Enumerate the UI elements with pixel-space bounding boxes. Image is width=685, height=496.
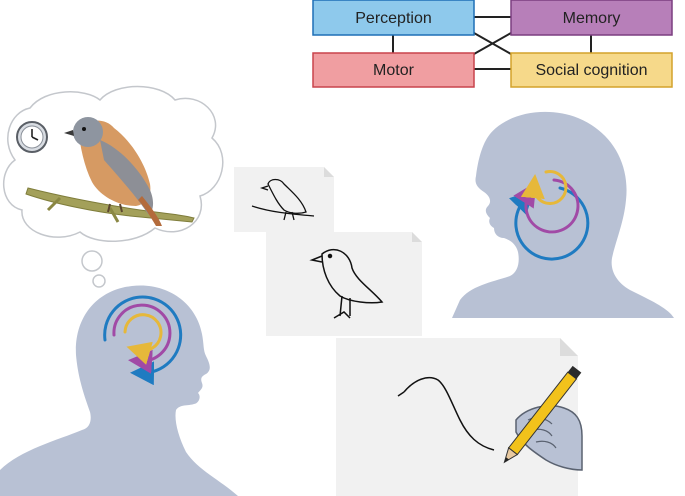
sketch-line-drawing [403, 376, 495, 451]
bird-wing [100, 140, 154, 214]
left-arc-perception [103, 295, 183, 386]
sketch-paper-small [234, 167, 334, 232]
legend-box-motor-rect [312, 52, 475, 88]
legend-connectors [392, 16, 592, 70]
right-head-silhouette [452, 111, 674, 318]
clock-icon [16, 121, 48, 153]
bird-beak [64, 130, 74, 136]
legend-box-social-cognition: Social cognition [510, 52, 673, 88]
right-arc-social [520, 170, 568, 205]
sketch-bird-small [251, 178, 315, 221]
legend-label-motor: Motor [373, 62, 415, 79]
hand-pencil-icon [503, 365, 583, 471]
thought-dot-small [92, 274, 106, 288]
pencil [503, 365, 582, 464]
bird-eye [82, 127, 86, 131]
bird-photo [25, 117, 195, 226]
legend-box-social-cognition-rect [510, 52, 673, 88]
left-head-arcs [103, 295, 183, 386]
right-head-arcs [509, 170, 590, 261]
legend-box-perception-rect [312, 0, 475, 36]
legend-box-motor: Motor [312, 52, 475, 88]
left-arc-memory [112, 303, 172, 374]
legend-box-memory: Memory [510, 0, 673, 36]
bird-tail [138, 196, 162, 226]
right-arc-perception [509, 186, 590, 261]
right-arc-memory [513, 178, 580, 234]
legend-label-perception: Perception [355, 10, 432, 27]
legend-box-perception: Perception [312, 0, 475, 36]
sketch-paper-medium [266, 232, 422, 336]
legend-label-social-cognition: Social cognition [535, 62, 647, 79]
thought-dot-large [81, 250, 103, 272]
sketch-bird-medium [309, 248, 384, 319]
legend-box-memory-rect [510, 0, 673, 36]
left-head-silhouette [0, 285, 238, 496]
sketch-paper-large [336, 338, 578, 496]
legend-label-memory: Memory [563, 10, 621, 27]
left-arc-social [123, 313, 163, 365]
bird-head [73, 117, 103, 147]
